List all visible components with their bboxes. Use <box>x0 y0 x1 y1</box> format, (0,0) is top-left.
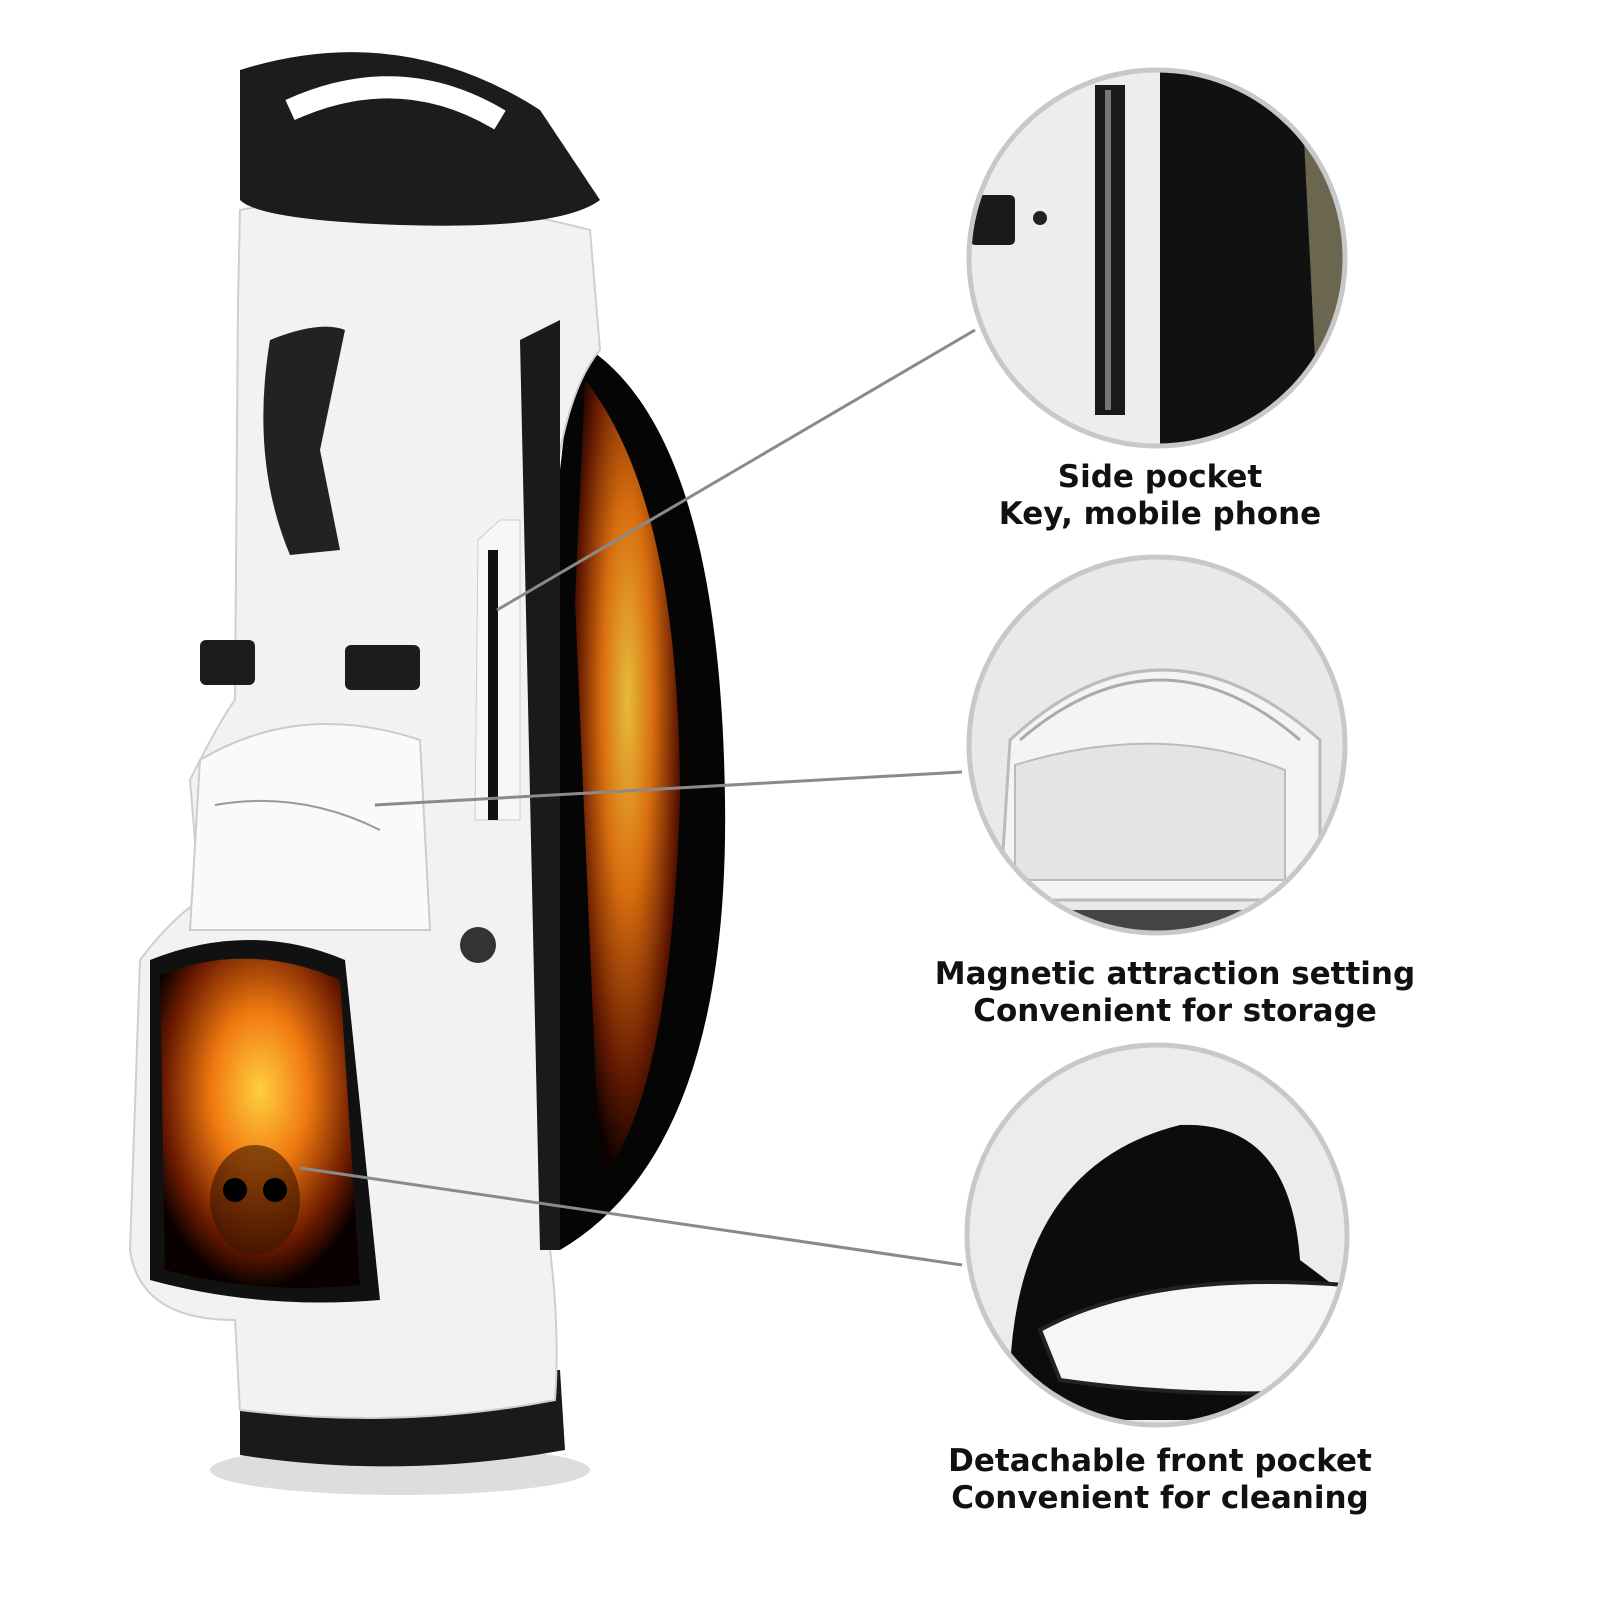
caption-title: Magnetic attraction setting <box>934 956 1416 992</box>
leader-line-magnetic <box>374 770 963 807</box>
caption-title: Side pocket <box>1057 459 1263 495</box>
caption-magnetic: Magnetic attraction setting Convenient f… <box>895 956 1455 1030</box>
detail-ring <box>966 67 1348 449</box>
leader-line-front-pocket <box>299 1166 963 1267</box>
detail-circle-magnetic <box>966 554 1348 936</box>
caption-subtitle: Convenient for storage <box>973 993 1377 1029</box>
caption-side-pocket: Side pocket Key, mobile phone <box>880 459 1440 533</box>
caption-front-pocket: Detachable front pocket Convenient for c… <box>880 1443 1440 1517</box>
leader-lines <box>299 328 976 1267</box>
detail-circle-side-pocket <box>966 67 1348 449</box>
caption-title: Detachable front pocket <box>948 1443 1372 1479</box>
detail-ring <box>966 554 1348 936</box>
caption-subtitle: Convenient for cleaning <box>951 1480 1369 1516</box>
detail-ring <box>964 1042 1350 1428</box>
golf-bag <box>128 52 726 1495</box>
leader-line-side-pocket <box>496 328 976 612</box>
detail-circle-front-pocket <box>964 1042 1350 1428</box>
caption-subtitle: Key, mobile phone <box>998 496 1322 532</box>
